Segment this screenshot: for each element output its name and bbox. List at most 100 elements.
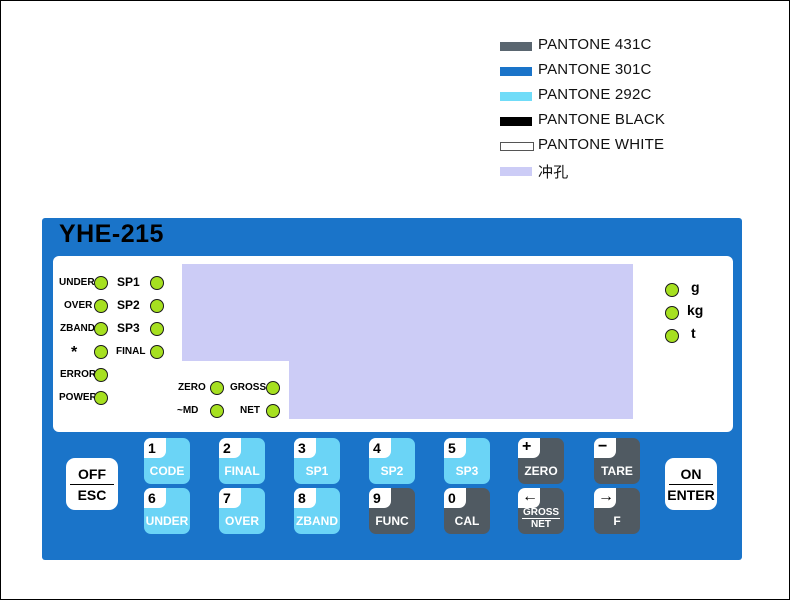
key-divider <box>669 484 713 485</box>
model-title: YHE-215 <box>59 220 164 248</box>
led-unit-kg <box>665 306 679 320</box>
gross-net-label: GROSS NET <box>518 507 564 530</box>
key-divider <box>70 484 114 485</box>
key-tab <box>144 438 166 458</box>
indicator-label-power: POWER <box>59 392 97 403</box>
key-0-cal[interactable]: 0 CAL <box>444 488 490 534</box>
key-tab <box>219 488 241 508</box>
off-esc-button[interactable]: OFF ESC <box>66 458 118 510</box>
key-1-code[interactable]: 1 CODE <box>144 438 190 484</box>
indicator-label-star: * <box>71 344 78 361</box>
key-label: FINAL <box>224 464 260 478</box>
key-label: ZBAND <box>296 514 338 528</box>
led-zband <box>94 322 108 336</box>
off-label: OFF <box>78 466 106 482</box>
key-label: SP3 <box>455 464 479 478</box>
key-2-final[interactable]: 2 FINAL <box>219 438 265 484</box>
led-over <box>94 299 108 313</box>
led-unit-t <box>665 329 679 343</box>
key-digit: 8 <box>298 490 306 506</box>
display-window <box>182 264 633 361</box>
key-digit: 4 <box>373 440 381 456</box>
legend-label: PANTONE 301C <box>538 61 652 78</box>
key-digit: 3 <box>298 440 306 456</box>
on-label: ON <box>680 466 702 482</box>
key-9-func[interactable]: 9 FUNC <box>369 488 415 534</box>
indicator-label-under: UNDER <box>59 277 95 288</box>
gross-label: GROSS <box>521 507 561 519</box>
esc-label: ESC <box>77 487 107 503</box>
key-label: UNDER <box>145 514 189 528</box>
key-plus-zero[interactable]: + ZERO <box>518 438 564 484</box>
led-unit-g <box>665 283 679 297</box>
arrow-left-icon: ← <box>522 488 538 505</box>
key-digit: 9 <box>373 490 381 506</box>
key-tab <box>369 488 391 508</box>
indicator-label-zband: ZBAND <box>60 323 95 334</box>
key-5-sp3[interactable]: 5 SP3 <box>444 438 490 484</box>
plus-icon: + <box>522 438 532 455</box>
key-label: FUNC <box>375 514 409 528</box>
key-label: OVER <box>224 514 259 528</box>
indicator-label-error: ERROR <box>60 369 97 380</box>
key-label: CAL <box>454 514 480 528</box>
key-minus-tare[interactable]: − TARE <box>594 438 640 484</box>
led-error <box>94 368 108 382</box>
led-power <box>94 391 108 405</box>
key-6-under[interactable]: 6 UNDER <box>144 488 190 534</box>
unit-label-t: t <box>691 325 696 341</box>
indicator-label-sp2: SP2 <box>117 298 140 312</box>
enter-label: ENTER <box>667 487 715 503</box>
key-label: ZERO <box>524 464 558 478</box>
key-label: SP2 <box>380 464 404 478</box>
key-8-zband[interactable]: 8 ZBAND <box>294 488 340 534</box>
legend-label: PANTONE 431C <box>538 36 652 53</box>
key-label: CODE <box>149 464 185 478</box>
legend-label: PANTONE 292C <box>538 86 652 103</box>
key-digit: 1 <box>148 440 156 456</box>
arrow-right-icon: → <box>598 488 614 505</box>
indicator-label-sp3: SP3 <box>117 321 140 335</box>
indicator-label-sp1: SP1 <box>117 275 140 289</box>
key-label: F <box>613 514 621 528</box>
key-7-over[interactable]: 7 OVER <box>219 488 265 534</box>
key-tab <box>294 438 316 458</box>
net-label: NET <box>531 519 551 530</box>
indicator-label-zero: ZERO <box>178 382 206 393</box>
key-tab <box>518 488 540 508</box>
key-tab <box>444 438 466 458</box>
on-enter-button[interactable]: ON ENTER <box>665 458 717 510</box>
indicator-label-md: ~MD <box>177 405 199 416</box>
key-tab <box>444 488 466 508</box>
led-under <box>94 276 108 290</box>
key-digit: 7 <box>223 490 231 506</box>
led-sp3 <box>150 322 164 336</box>
indicator-label-net: NET <box>240 405 260 416</box>
led-zero <box>210 381 224 395</box>
legend-swatch <box>500 42 532 51</box>
minus-icon: − <box>598 438 608 455</box>
indicator-label-final: FINAL <box>116 346 146 357</box>
legend-swatch <box>500 92 532 101</box>
legend-swatch <box>500 67 532 76</box>
led-md <box>210 404 224 418</box>
key-3-sp1[interactable]: 3 SP1 <box>294 438 340 484</box>
control-panel: YHE-215 UNDER OVER ZBAND * ERROR POWER S… <box>42 218 742 560</box>
legend-label: PANTONE WHITE <box>538 136 665 153</box>
key-right-f[interactable]: → F <box>594 488 640 534</box>
led-star <box>94 345 108 359</box>
key-tab <box>144 488 166 508</box>
key-tab <box>594 488 616 508</box>
led-sp2 <box>150 299 164 313</box>
key-4-sp2[interactable]: 4 SP2 <box>369 438 415 484</box>
unit-label-g: g <box>691 279 700 295</box>
legend-label: PANTONE BLACK <box>538 111 666 128</box>
key-label: TARE <box>601 464 633 478</box>
key-tab <box>594 438 616 458</box>
key-tab <box>294 488 316 508</box>
legend-swatch <box>500 167 532 176</box>
key-gross-net[interactable]: ← GROSS NET <box>518 488 564 534</box>
unit-label-kg: kg <box>687 302 704 318</box>
key-label: SP1 <box>305 464 329 478</box>
display-window-lower <box>289 360 633 419</box>
